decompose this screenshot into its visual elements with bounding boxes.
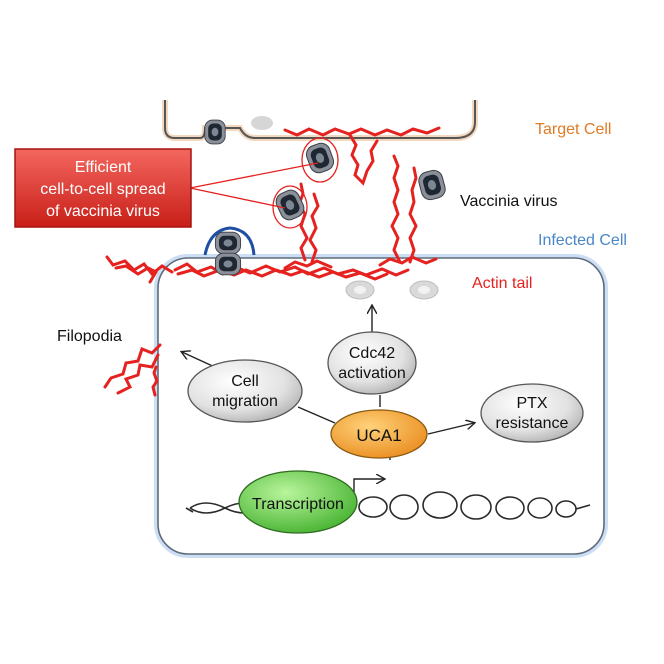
virus-target-cell [204,119,226,145]
vaccinia-virus-label: Vaccinia virus [460,193,558,210]
uca1-label: UCA1 [356,426,401,445]
callout-line-2: cell-to-cell spread [40,181,165,198]
actin-filaments [103,126,441,397]
virus-faded-2-core [418,286,430,294]
virus-tail-1 [303,140,337,176]
infected-cell-label: Infected Cell [538,232,627,249]
node-uca1: UCA1 [330,409,428,459]
ptx-line-2: resistance [496,415,569,432]
virus-cortex-2 [214,252,242,276]
cell-migration-line-1: Cell [231,373,259,390]
node-ptx-resistance: PTX resistance [480,383,584,443]
spread-callout: Efficient cell-to-cell spread of vaccini… [14,137,339,229]
virus-envelope [203,226,256,256]
target-cell-label: Target Cell [535,121,611,138]
arrow-uca1-ptx [427,423,474,435]
ptx-line-1: PTX [516,395,547,412]
virus-cortex-1 [214,231,242,255]
cell-migration-line-2: migration [212,393,278,410]
actin-tail-label: Actin tail [472,275,532,292]
node-cell-migration: Cell migration [187,359,303,423]
virus-faded-target [251,116,273,130]
callout-line-3: of vaccinia virus [46,203,160,220]
node-transcription: Transcription [238,470,358,534]
virus-faded-1-core [354,286,366,294]
filopodia-label: Filopodia [57,328,122,345]
callout-line-1: Efficient [75,159,132,176]
line-uca1-migration [297,406,336,424]
node-cdc42: Cdc42 activation [327,331,417,395]
virus-free [416,167,448,203]
cdc42-line-1: Cdc42 [349,345,395,362]
virus-particles [203,116,448,300]
transcription-label: Transcription [252,496,344,513]
cdc42-line-2: activation [338,365,406,382]
